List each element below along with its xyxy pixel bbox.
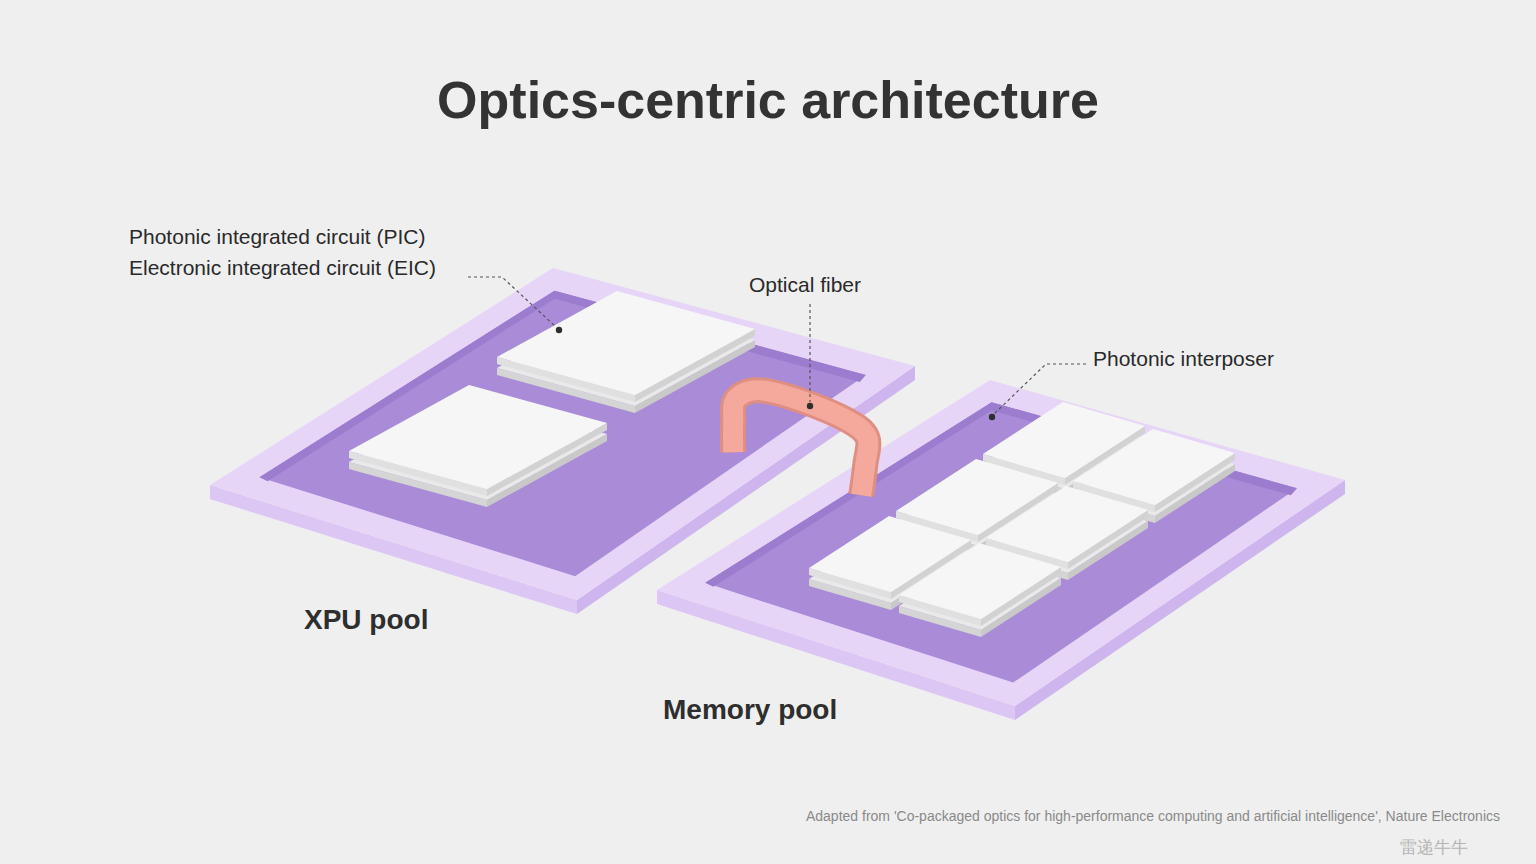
- watermark: 雷递牛牛: [1400, 836, 1468, 859]
- leader-line: [468, 277, 556, 327]
- pool-region: Memory pool: [655, 378, 1347, 742]
- leader-line: [994, 364, 1086, 414]
- chip-top: [1073, 429, 1235, 505]
- leader-dot: [807, 403, 813, 409]
- leader-line: [809, 304, 810, 402]
- fiber-outline: [733, 390, 868, 495]
- caption: Adapted from 'Co-packaged optics for hig…: [806, 808, 1500, 824]
- pool-region: XPU pool: [210, 266, 918, 646]
- callout-label: Electronic integrated circuit (EIC): [129, 256, 436, 280]
- callout-label: Photonic integrated circuit (PIC): [129, 225, 425, 249]
- optical-fiber: [733, 390, 868, 495]
- title: Optics-centric architecture: [0, 70, 1536, 130]
- chip-top: [497, 291, 755, 395]
- leader-dot: [556, 327, 562, 333]
- chip-top: [349, 385, 607, 489]
- edge-label: Optical fiber: [749, 273, 861, 297]
- leader-dot: [989, 414, 995, 420]
- platform-frame: [657, 380, 1345, 706]
- pool-platform: [657, 380, 1345, 720]
- callout-label: Photonic interposer: [1093, 347, 1274, 371]
- platform-recess: [705, 402, 1297, 682]
- pool-name: Memory pool: [663, 694, 837, 726]
- pool-name: XPU pool: [304, 604, 428, 636]
- fiber-group: [733, 390, 868, 495]
- chip-top: [899, 543, 1061, 619]
- chip-top: [986, 486, 1148, 562]
